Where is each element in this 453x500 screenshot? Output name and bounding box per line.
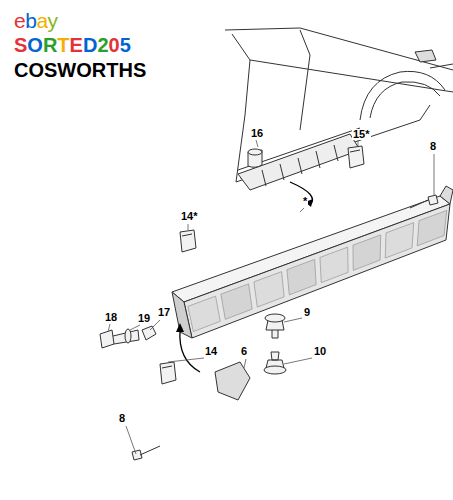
watermark-letter: T <box>57 34 69 56</box>
end-cap-6 <box>215 362 250 400</box>
fastener-9 <box>266 320 284 338</box>
callout-number: 17 <box>157 307 171 318</box>
watermark-letter: E <box>70 34 83 56</box>
callout-number: 19 <box>137 313 151 324</box>
watermark: ebay <box>14 10 58 31</box>
arrowhead <box>176 323 184 332</box>
callout-number: 16 <box>250 128 264 139</box>
pointer-arrow <box>180 330 200 372</box>
car-sill <box>238 134 360 190</box>
watermark-letter: D <box>83 34 97 56</box>
clip-15 <box>348 146 364 168</box>
callout-number: 14* <box>180 211 199 222</box>
rivet-8-bottom <box>132 446 160 460</box>
watermark-letter: a <box>36 9 47 32</box>
watermark-letter: y <box>48 9 58 32</box>
callout-number: 8 <box>118 413 126 424</box>
callout-number: 8 <box>429 141 437 152</box>
watermark-letter: 5 <box>120 34 131 56</box>
callout-number: 10 <box>313 346 327 357</box>
callout-number: 15* <box>352 129 371 140</box>
callout-number: 14 <box>204 346 218 357</box>
watermark-letter: e <box>14 9 25 32</box>
watermark-letter: b <box>25 9 36 32</box>
parts <box>100 146 438 460</box>
leader-lines <box>108 140 434 454</box>
callout-number: 9 <box>303 307 311 318</box>
clip-14-bottom <box>160 362 176 384</box>
nut-17 <box>142 326 156 340</box>
bolt-18 <box>100 330 139 348</box>
watermark-letter: R <box>43 34 57 56</box>
watermark: SORTED205 <box>14 35 131 55</box>
clip-16 <box>248 150 262 167</box>
watermark-letter: O <box>27 34 43 56</box>
watermark: COSWORTHS <box>14 60 146 80</box>
watermark-letter: 0 <box>109 34 120 56</box>
rivet-8-top <box>410 195 438 208</box>
washer-19 <box>125 329 131 343</box>
watermark-letter: S <box>14 34 27 56</box>
car-body <box>225 28 453 182</box>
callout-number: 6 <box>240 346 248 357</box>
sill-panel <box>172 186 453 338</box>
callout-number: * <box>302 196 308 207</box>
clip-14-top <box>180 230 196 252</box>
watermark-letter: 2 <box>97 34 108 56</box>
callout-number: 18 <box>104 312 118 323</box>
